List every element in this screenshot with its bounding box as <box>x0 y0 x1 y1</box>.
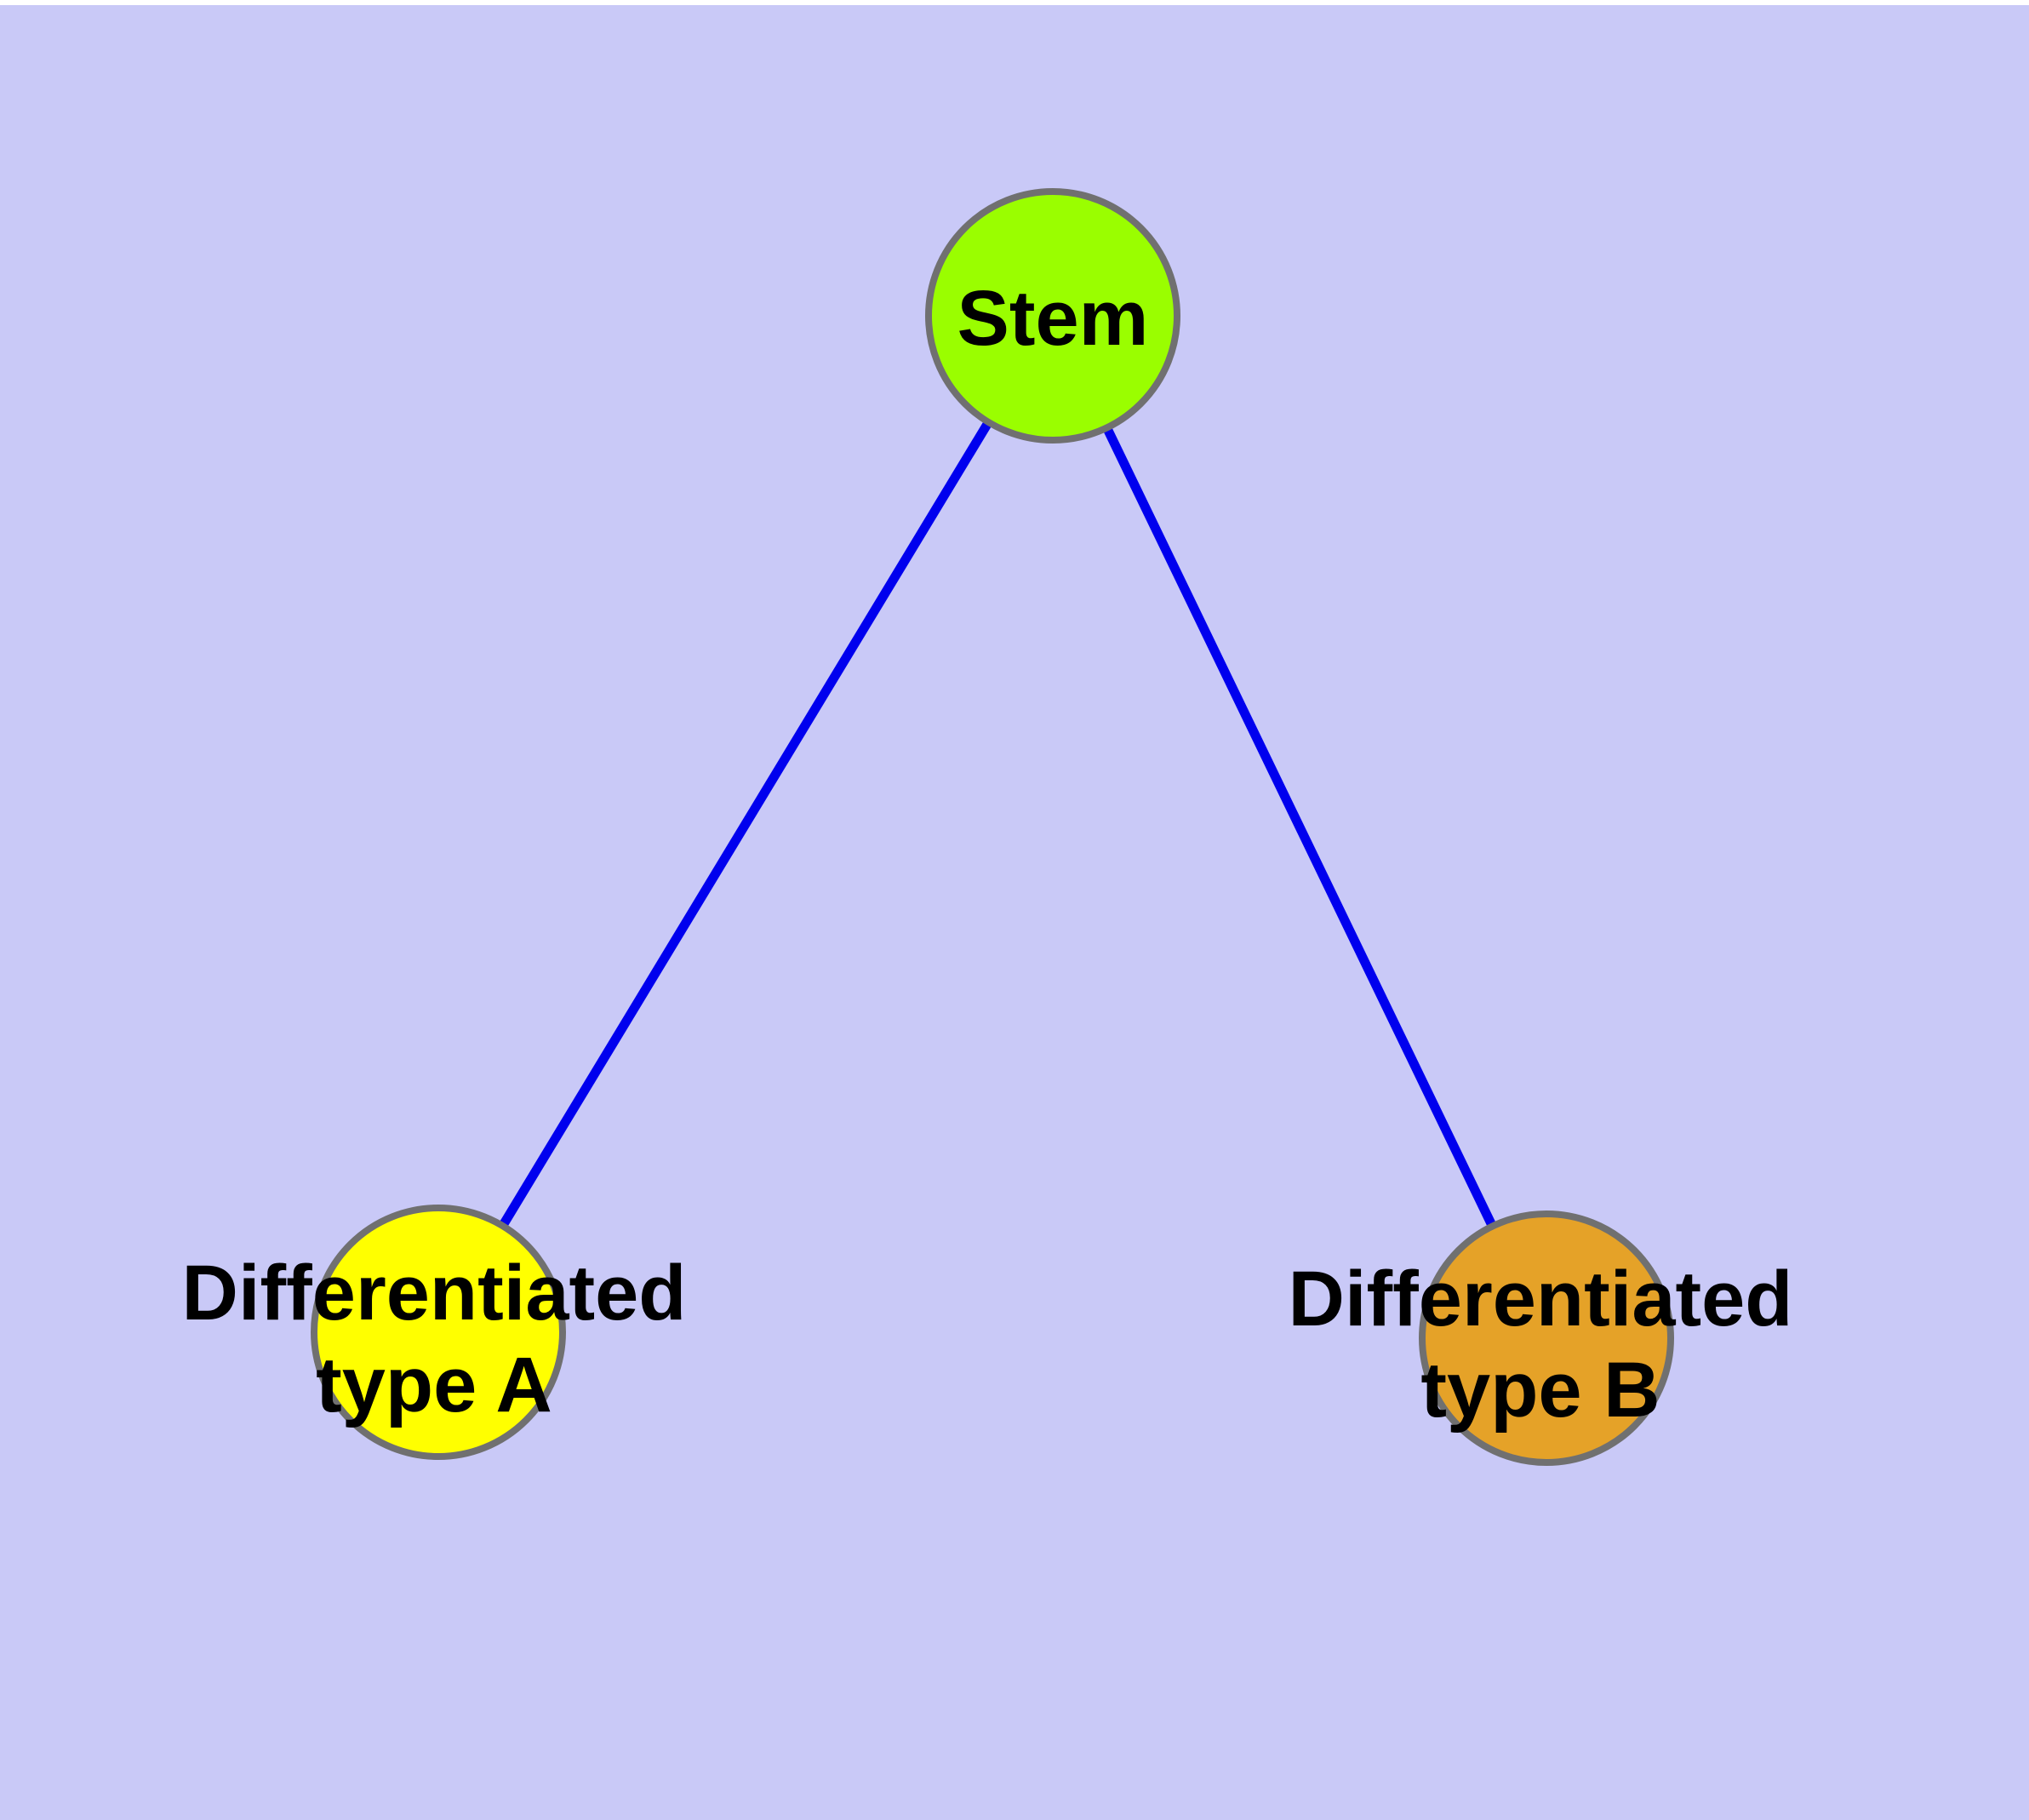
edge-stem-to-type-a <box>434 313 1057 1335</box>
node-type-b-circle <box>1419 1210 1674 1466</box>
node-type-a: Differentiated type A <box>182 1205 687 1460</box>
node-type-b-label-line1: Differentiated <box>1289 1256 1793 1342</box>
node-type-a-label-line1: Differentiated <box>182 1250 687 1336</box>
edge-stem-to-type-b <box>1049 313 1551 1341</box>
node-type-b: Differentiated type B <box>1289 1210 1793 1466</box>
node-type-b-label-line2: type B <box>1420 1347 1660 1434</box>
node-stem: Stem <box>925 188 1180 444</box>
node-type-a-circle <box>311 1205 566 1460</box>
node-type-a-label-line2: type A <box>316 1342 552 1428</box>
node-stem-label: Stem <box>957 275 1149 362</box>
node-stem-circle <box>925 188 1180 444</box>
